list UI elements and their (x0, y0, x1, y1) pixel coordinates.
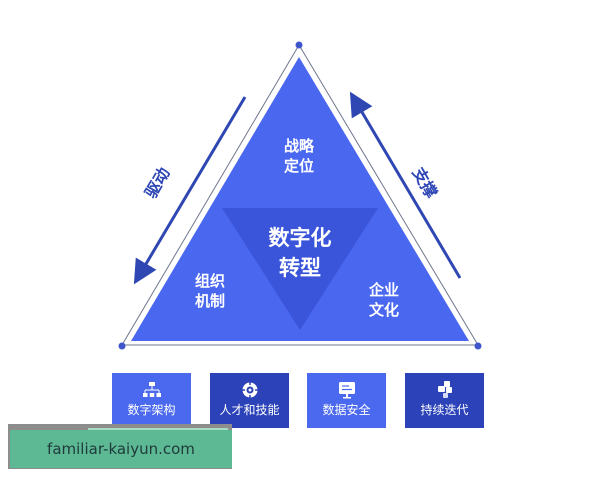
card-label: 持续迭代 (420, 403, 469, 417)
label-bottom-right-line1: 企业 (368, 281, 399, 299)
card-label: 数字架构 (127, 403, 176, 417)
label-center-line2: 转型 (279, 256, 321, 281)
card-talent-skills: 人才和技能 (210, 373, 293, 432)
vertex-dot-right (474, 342, 482, 350)
label-top: 战略 定位 (269, 136, 329, 177)
label-bottom-right-line2: 文化 (368, 301, 399, 320)
watermark: familiar-kaiyun.com (10, 430, 232, 468)
label-bottom-left-line1: 组织 (194, 272, 225, 290)
vertex-dot-top (295, 41, 303, 49)
label-center: 数字化 转型 (250, 223, 350, 284)
label-bottom-left: 组织 机制 (180, 271, 240, 312)
card-label: 数据安全 (322, 403, 371, 417)
label-bottom-left-line2: 机制 (194, 292, 225, 311)
card-continuous-iteration: 持续迭代 (405, 373, 488, 432)
label-top-line2: 定位 (283, 157, 314, 176)
label-bottom-right: 企业 文化 (354, 280, 414, 321)
monitor-icon (338, 382, 355, 399)
card-data-security: 数据安全 (307, 373, 390, 432)
inner-inverted-triangle (222, 208, 378, 330)
label-top-line1: 战略 (283, 137, 314, 155)
main-triangle (131, 57, 469, 341)
outer-triangle-outline (121, 44, 479, 346)
right-arrow (349, 91, 462, 279)
target-icon (240, 381, 259, 399)
org-chart-icon (142, 382, 161, 397)
label-center-line1: 数字化 (268, 226, 332, 250)
vertex-dot-left (118, 342, 126, 350)
left-arrow (133, 96, 247, 285)
blocks-icon (437, 381, 452, 398)
card-digital-architecture: 数字架构 (112, 373, 195, 432)
card-label: 人才和技能 (219, 403, 280, 417)
